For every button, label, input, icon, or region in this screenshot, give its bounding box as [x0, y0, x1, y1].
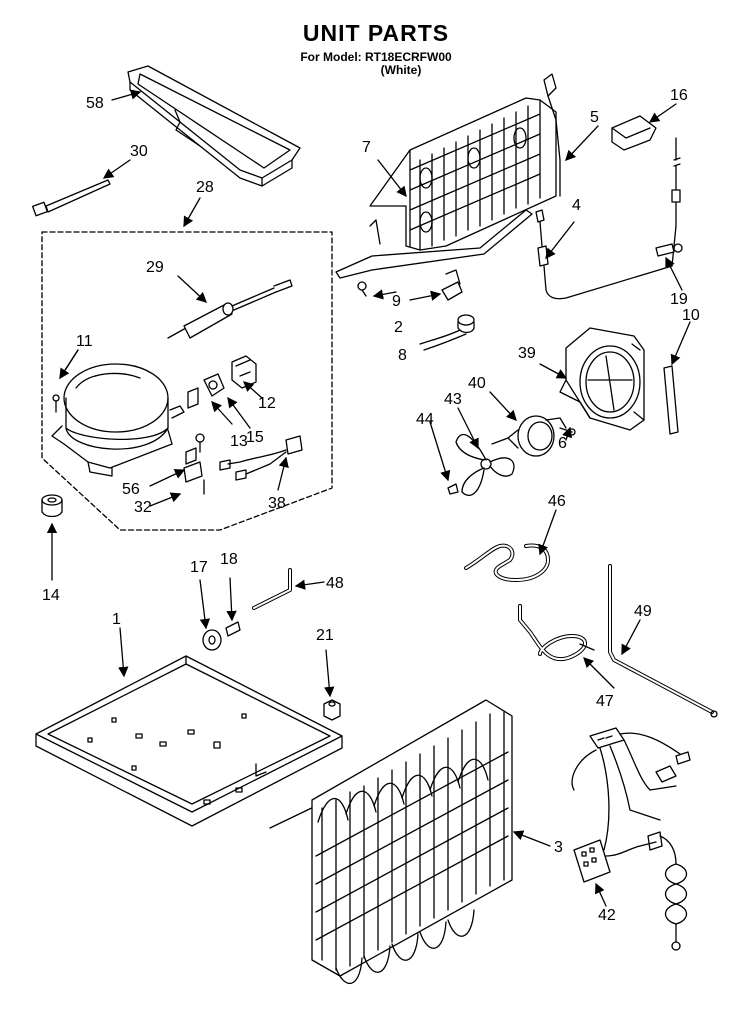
- callout-1: 1: [112, 611, 121, 628]
- leader-lines: [46, 89, 691, 907]
- tube-part-46: [464, 543, 550, 582]
- callout-13: 13: [230, 433, 248, 450]
- callout-21: 21: [316, 627, 334, 644]
- thermostat-lead-part: [535, 209, 673, 300]
- callout-46: 46: [548, 493, 566, 510]
- callout-49: 49: [634, 603, 652, 620]
- callout-3: 3: [554, 839, 563, 856]
- strip-part: [663, 365, 679, 435]
- callout-48: 48: [326, 575, 344, 592]
- callout-18: 18: [220, 551, 238, 568]
- wiring-harness-part: [571, 727, 691, 951]
- callout-28: 28: [196, 179, 214, 196]
- compressor-part: [51, 363, 185, 477]
- capacitor-and-wire-parts: [183, 433, 303, 495]
- compressor-kit-boundary: [41, 231, 333, 531]
- drip-tray-part: [127, 65, 301, 187]
- callout-58: 58: [86, 95, 104, 112]
- callout-39: 39: [518, 345, 536, 362]
- clip-part: [655, 243, 683, 257]
- callout-2: 2: [394, 319, 403, 336]
- filter-drier-part: [167, 279, 293, 339]
- fan-blade-part: [447, 433, 515, 496]
- evaporator-part: [335, 73, 561, 279]
- overload-relay-parts: [187, 355, 257, 409]
- callout-5: 5: [590, 109, 599, 126]
- callout-29: 29: [146, 259, 164, 276]
- screw-and-bracket-parts: [357, 269, 463, 301]
- rod-part-48: [252, 568, 292, 610]
- callout-32: 32: [134, 499, 152, 516]
- tube-part-47: [518, 604, 595, 662]
- sensor-cover-part: [611, 115, 657, 151]
- thermistor-part: [671, 137, 681, 267]
- callout-labels: 58 30 28 29 11 12 13 15 56 32 38 14 7 5 …: [42, 87, 700, 924]
- cable-tie-part: [32, 179, 111, 217]
- callout-10: 10: [682, 307, 700, 324]
- callout-9: 9: [392, 293, 401, 310]
- fan-shroud-part: [559, 327, 645, 431]
- nut-part: [323, 699, 341, 721]
- callout-16: 16: [670, 87, 688, 104]
- model-color: (White): [380, 63, 422, 77]
- callout-19: 19: [670, 291, 688, 308]
- base-plate-part: [35, 655, 343, 827]
- callout-6: 6: [558, 435, 567, 452]
- wheel-and-screw-parts: [202, 621, 241, 651]
- tube-part-49: [608, 564, 718, 718]
- callout-56: 56: [122, 481, 140, 498]
- callout-4: 4: [572, 197, 581, 214]
- condenser-part: [269, 699, 513, 985]
- diagram-title: UNIT PARTS: [302, 20, 450, 46]
- callout-44: 44: [416, 411, 434, 428]
- callout-12: 12: [258, 395, 276, 412]
- callout-38: 38: [268, 495, 286, 512]
- fan-motor-part: [491, 415, 576, 457]
- callout-47: 47: [596, 693, 614, 710]
- callout-40: 40: [468, 375, 486, 392]
- callout-14: 14: [42, 587, 60, 604]
- grommet-part: [41, 494, 63, 518]
- callout-15: 15: [246, 429, 264, 446]
- fan-harness-part: [419, 314, 475, 351]
- callout-30: 30: [130, 143, 148, 160]
- callout-8: 8: [398, 347, 407, 364]
- model-number: For Model: RT18ECRFW00: [300, 50, 452, 64]
- callout-43: 43: [444, 391, 462, 408]
- callout-17: 17: [190, 559, 208, 576]
- callout-42: 42: [598, 907, 616, 924]
- callout-7: 7: [362, 139, 371, 156]
- callout-11: 11: [76, 333, 93, 350]
